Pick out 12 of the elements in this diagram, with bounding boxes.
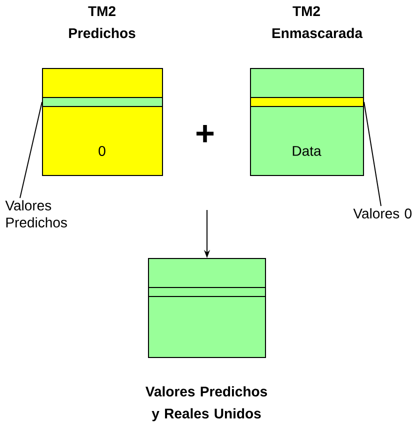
box-heading: TM2 Enmascarada [272,6,363,38]
plus-sign: + [196,125,214,142]
callout-text: Valores Predichos [5,200,67,228]
strip [42,97,163,107]
box-heading: TM2 Predichos [69,6,136,38]
box-text: Data [292,146,322,156]
strip [148,287,266,297]
box-text: 0 [98,146,106,156]
strip [250,97,364,107]
box-heading: Valores Predichos y Reales Unidos [146,386,267,422]
callout-text: Valores 0 [353,208,412,218]
leader-line [20,102,42,198]
